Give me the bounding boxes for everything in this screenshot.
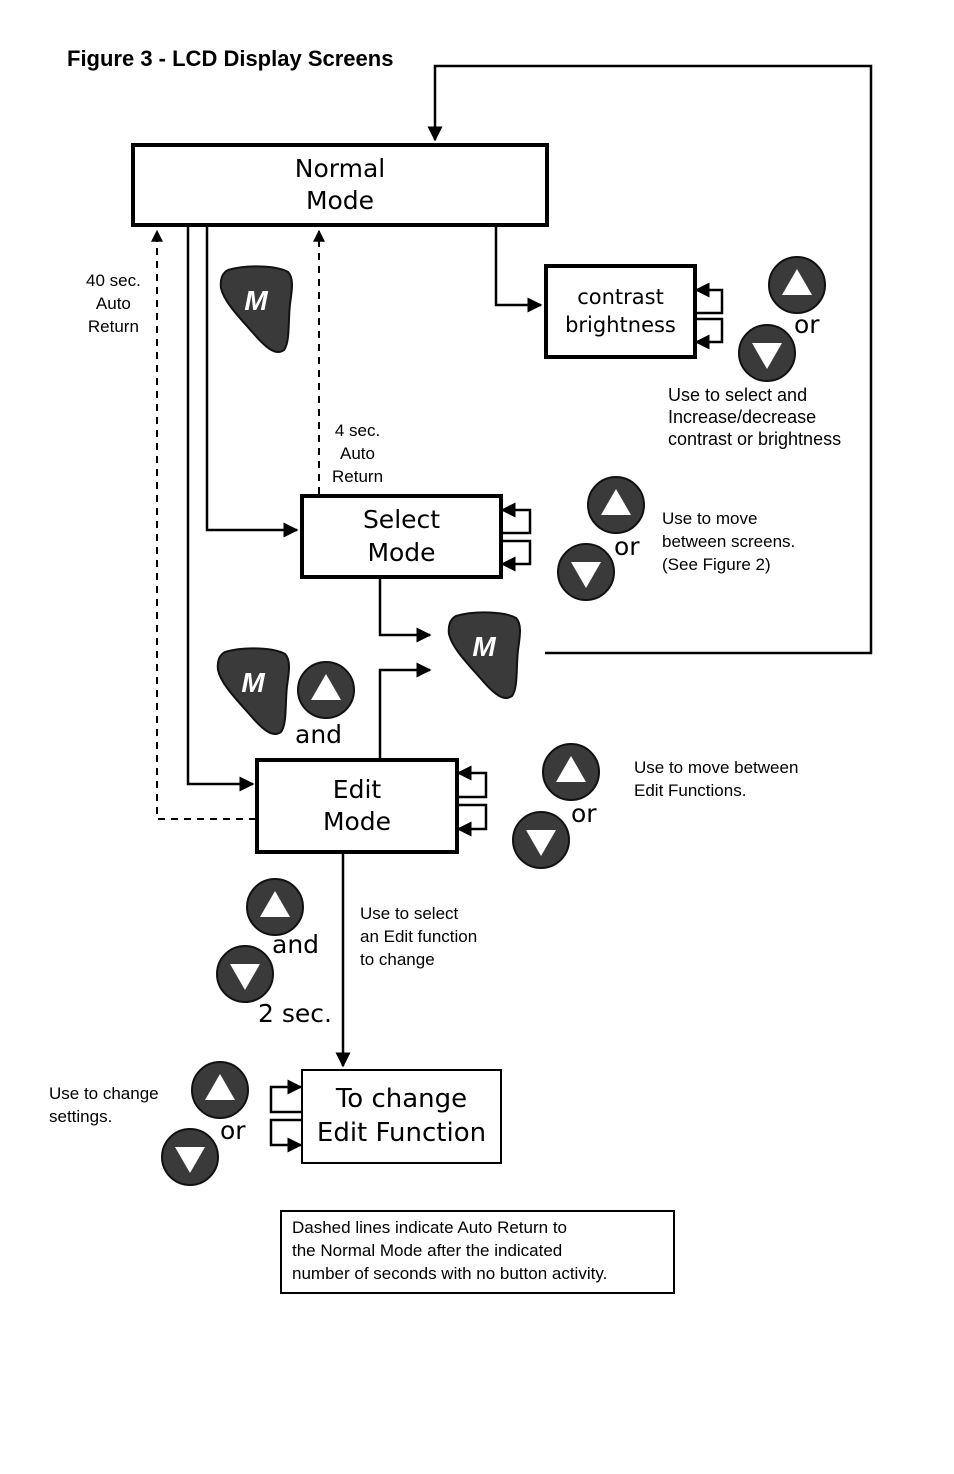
mode-button-icon: M — [219, 265, 293, 353]
or-label: or — [794, 310, 820, 339]
contrast-label: contrast — [577, 285, 664, 310]
down-arrow-button-icon — [557, 543, 615, 601]
note-line: Use to select and — [668, 385, 808, 405]
up-arrow-button-icon — [246, 878, 304, 936]
edit-hint-note: Use to move between Edit Functions. — [634, 756, 798, 802]
up-arrow-button-icon — [768, 256, 826, 314]
or-label: or — [571, 799, 597, 828]
note-line: Auto — [340, 444, 375, 463]
down-arrow-button-icon — [512, 811, 570, 869]
note-line: to change — [360, 950, 435, 969]
note-line: settings. — [49, 1107, 113, 1126]
or-label: or — [614, 532, 640, 561]
legend-line: Dashed lines indicate Auto Return to — [292, 1218, 568, 1237]
note-line: Return — [332, 467, 384, 486]
note-line: Use to change — [49, 1084, 159, 1103]
select-mode-label-line1: Select — [362, 505, 441, 534]
edit-to-m-arrow — [378, 662, 432, 758]
down-arrow-button-icon — [738, 324, 796, 382]
loop-to-normal-arrow — [427, 64, 873, 655]
normal-to-select-arrow — [205, 226, 299, 538]
note-line: between screens. — [662, 532, 796, 551]
legend-line: number of seconds with no button activit… — [292, 1264, 608, 1283]
svg-text:M: M — [472, 631, 496, 662]
contrast-brightness-box: contrast brightness — [544, 264, 697, 359]
dashed-line-legend: Dashed lines indicate Auto Return to the… — [280, 1210, 675, 1294]
edit-mode-box: Edit Mode — [255, 758, 459, 854]
normal-mode-label-line1: Normal — [294, 153, 386, 183]
change-settings-note: Use to change settings. — [49, 1082, 159, 1128]
up-arrow-button-icon — [191, 1061, 249, 1119]
note-line: 40 sec. — [86, 271, 141, 290]
note-line: an Edit function — [360, 927, 478, 946]
mode-button-icon: M — [447, 611, 521, 699]
svg-text:M: M — [241, 667, 265, 698]
note-line: Return — [87, 317, 139, 336]
select-to-m-arrow — [378, 578, 432, 643]
legend-line: the Normal Mode after the indicated — [292, 1241, 563, 1260]
up-arrow-button-icon — [297, 661, 355, 719]
edit-mode-label-line2: Mode — [322, 807, 392, 836]
note-line: Use to move — [662, 509, 758, 528]
note-line: Increase/decrease — [668, 407, 817, 427]
brightness-label: brightness — [565, 312, 676, 337]
normal-to-edit-arrow — [186, 226, 255, 792]
note-line: contrast or brightness — [668, 429, 842, 449]
change-edit-function-box: To change Edit Function — [301, 1069, 502, 1164]
contrast-hint-note: Use to select and Increase/decrease cont… — [668, 384, 841, 450]
select-edit-function-note: Use to select an Edit function to change — [360, 902, 477, 971]
up-arrow-button-icon — [542, 743, 600, 801]
select-hint-note: Use to move between screens. (See Figure… — [662, 507, 795, 576]
svg-text:M: M — [244, 285, 268, 316]
note-line: 4 sec. — [334, 421, 381, 440]
or-label: or — [220, 1116, 246, 1145]
change-label-line1: To change — [335, 1083, 468, 1114]
normal-mode-box: Normal Mode — [131, 143, 549, 227]
mode-button-icon: M — [216, 647, 290, 735]
figure-title: Figure 3 - LCD Display Screens — [67, 46, 394, 71]
two-seconds-label: 2 sec. — [258, 999, 332, 1028]
normal-mode-label-line2: Mode — [305, 186, 375, 215]
auto-return-40-note: 40 sec. Auto Return — [86, 269, 141, 338]
change-label-line2: Edit Function — [316, 1117, 487, 1148]
note-line: Auto — [95, 294, 131, 313]
down-arrow-button-icon — [161, 1128, 219, 1186]
note-line: Use to move between — [634, 758, 799, 777]
note-line: Use to select — [360, 904, 459, 923]
note-line: (See Figure 2) — [662, 555, 771, 574]
down-arrow-button-icon — [216, 945, 274, 1003]
auto-return-4-note: 4 sec. Auto Return — [332, 419, 383, 488]
select-mode-box: Select Mode — [300, 494, 503, 579]
note-line: Edit Functions. — [634, 781, 747, 800]
auto-return-40-dashed-arrow — [151, 229, 256, 820]
up-arrow-button-icon — [587, 476, 645, 534]
select-mode-label-line2: Mode — [367, 537, 436, 567]
and-label: and — [295, 720, 343, 749]
normal-to-contrast-arrow — [494, 226, 543, 313]
edit-mode-label-line1: Edit — [332, 774, 382, 804]
